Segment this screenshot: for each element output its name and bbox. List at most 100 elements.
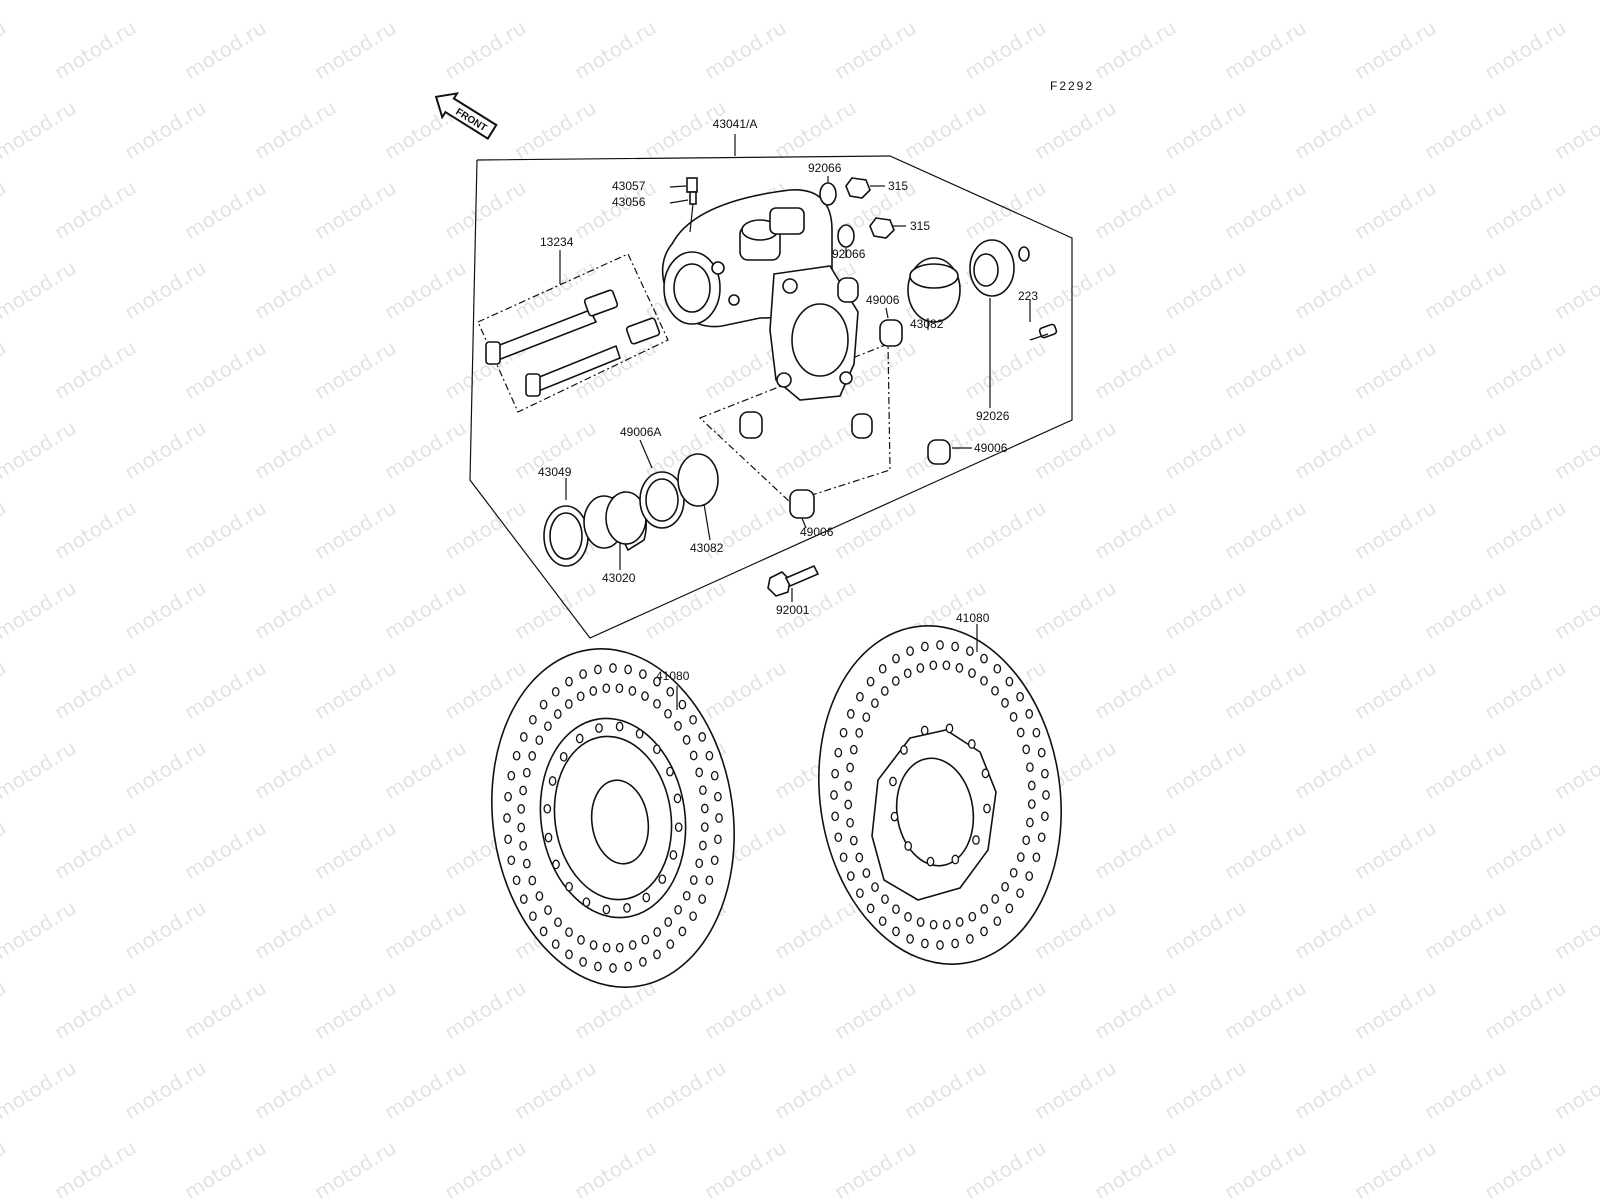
bleeder-valve-icon <box>686 177 698 233</box>
watermark-text: motod.ru <box>1420 0 1511 4</box>
disc-hole <box>849 744 858 755</box>
disc-hole <box>834 832 843 843</box>
disc-hole <box>844 799 853 810</box>
watermark-text: motod.ru <box>1420 95 1511 164</box>
disc-hole <box>653 744 661 755</box>
disc-hole <box>507 770 516 781</box>
watermark-text: motod.ru <box>1160 0 1251 4</box>
disc-hole <box>1026 762 1034 773</box>
watermark-text: motod.ru <box>1480 335 1571 404</box>
disc-hole <box>602 904 611 915</box>
disc-hole <box>849 835 858 846</box>
watermark-text: motod.ru <box>380 895 471 964</box>
watermark-text: motod.ru <box>1220 15 1311 84</box>
watermark-text: motod.ru <box>1420 735 1511 804</box>
watermark-text: motod.ru <box>1480 15 1571 84</box>
boot-bracket-1 <box>837 277 859 303</box>
disc-hole <box>551 686 560 697</box>
watermark-text: motod.ru <box>120 1055 211 1124</box>
watermark-text: motod.ru <box>1290 0 1381 4</box>
disc-hole <box>991 685 999 696</box>
watermark-text: motod.ru <box>900 0 991 4</box>
disc-hole <box>695 858 704 869</box>
disc-hole <box>594 961 602 972</box>
disc-hole <box>673 793 682 804</box>
disc-hole <box>589 686 598 696</box>
watermark-text: motod.ru <box>1160 1055 1251 1124</box>
watermark-text: motod.ru <box>380 575 471 644</box>
disc-hole <box>955 663 964 673</box>
nut-lower-icon <box>869 217 895 239</box>
disc-hole <box>846 762 854 773</box>
watermark-text: motod.ru <box>0 415 80 484</box>
watermark-text: motod.ru <box>700 15 791 84</box>
disc-hole <box>628 940 637 950</box>
watermark-text: motod.ru <box>510 95 601 164</box>
boot-bottom-icon <box>789 489 815 519</box>
disc-hole <box>1009 712 1018 722</box>
disc-hole <box>1005 903 1014 914</box>
label-piston: 43020 <box>602 571 636 585</box>
disc-hole <box>689 911 697 922</box>
disc-hole <box>891 676 900 686</box>
disc-hole <box>1041 811 1049 822</box>
watermark-text: motod.ru <box>1220 655 1311 724</box>
disc-hole <box>846 871 855 881</box>
disc-hole <box>1027 780 1036 791</box>
disc-hole <box>881 894 889 905</box>
disc-right <box>818 625 1062 965</box>
disc-hole <box>936 940 944 950</box>
disc-hole <box>955 917 964 927</box>
disc-hole <box>503 813 511 823</box>
disc-hole <box>980 926 988 937</box>
watermark-text: motod.ru <box>1480 815 1571 884</box>
disc-right-holes <box>830 640 1050 950</box>
watermark-text: motod.ru <box>0 175 10 244</box>
watermark-text: motod.ru <box>1420 255 1511 324</box>
watermark-text: motod.ru <box>830 1135 921 1200</box>
disc-hole <box>666 939 675 950</box>
disc-hole <box>669 850 678 860</box>
watermark-text: motod.ru <box>0 335 10 404</box>
disc-hole <box>856 691 864 702</box>
disc-hole <box>529 911 537 922</box>
disc-hole <box>699 785 707 796</box>
watermark-text: motod.ru <box>1350 1135 1441 1200</box>
disc-hole <box>695 767 704 778</box>
disc-hole <box>535 891 544 901</box>
disc-hole <box>839 852 848 863</box>
disc-hole <box>664 708 672 719</box>
watermark-text: motod.ru <box>50 975 141 1044</box>
disc-hole <box>528 751 537 761</box>
disc-hole <box>689 875 698 885</box>
disc-hole <box>579 669 587 679</box>
disc-hole <box>1016 691 1024 702</box>
disc-hole <box>892 653 900 664</box>
disc-hole <box>689 750 698 761</box>
disc-hole <box>1026 817 1034 828</box>
disc-hole <box>942 919 951 930</box>
watermark-text: motod.ru <box>1090 815 1181 884</box>
disc-hole <box>689 714 697 725</box>
disc-hole <box>906 646 914 656</box>
disc-hole <box>878 663 887 674</box>
watermark-text: motod.ru <box>180 15 271 84</box>
watermark-text: motod.ru <box>50 655 141 724</box>
disc-hole <box>855 728 864 738</box>
disc-hole <box>698 894 707 904</box>
disc-hole <box>906 934 914 944</box>
watermark-text: motod.ru <box>0 1055 80 1124</box>
watermark-text: motod.ru <box>1090 15 1181 84</box>
watermark-text: motod.ru <box>1350 495 1441 564</box>
watermark-text: motod.ru <box>1220 335 1311 404</box>
disc-hole <box>846 709 855 719</box>
disc-hole <box>553 709 562 719</box>
watermark-text: motod.ru <box>250 255 341 324</box>
disc-hole <box>653 698 661 709</box>
disc-hole <box>624 961 632 972</box>
watermark-text: motod.ru <box>180 975 271 1044</box>
disc-hole <box>594 664 602 675</box>
disc-hole <box>855 852 864 863</box>
mount-bolt-icon <box>767 564 820 597</box>
watermark-text: motod.ru <box>1550 255 1600 324</box>
